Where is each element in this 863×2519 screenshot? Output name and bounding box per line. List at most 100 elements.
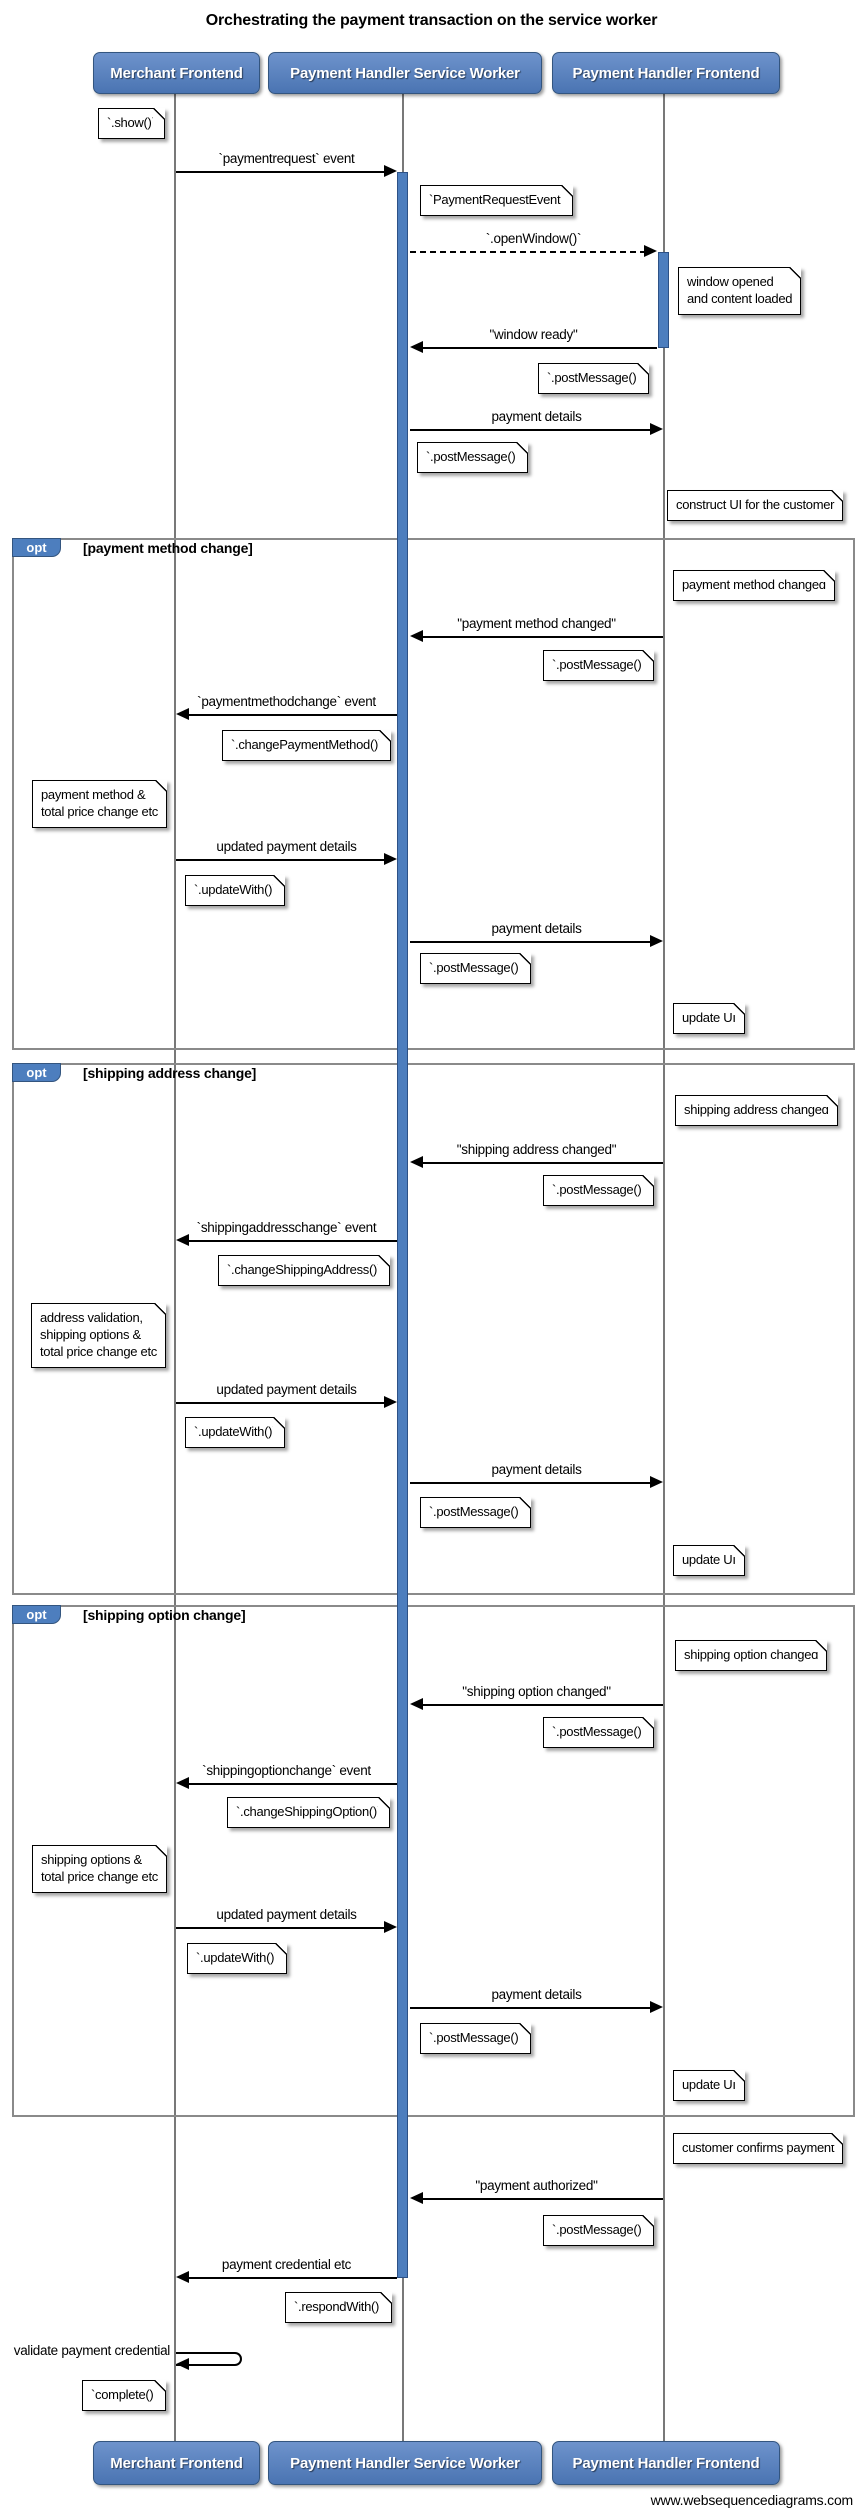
note-13: shipping address changed [675, 1095, 838, 1126]
self-message-loop [176, 2352, 242, 2366]
note-27: customer confirms payment [673, 2133, 844, 2164]
opt-condition-0: [payment method change] [83, 540, 253, 556]
note-4: `.postMessage()` [417, 442, 529, 473]
note-2: window opened and content loaded [678, 267, 802, 315]
opt-frame-2 [12, 1605, 855, 2117]
message-line-0 [176, 171, 386, 173]
message-arrowhead-2 [410, 341, 423, 353]
note-24: `.updateWith()` [187, 1943, 288, 1974]
message-line-10 [176, 1402, 386, 1404]
note-16: address validation, shipping options & t… [31, 1303, 166, 1368]
message-label-0: `paymentrequest` event [218, 151, 355, 166]
message-line-8 [421, 1162, 663, 1164]
message-arrowhead-13 [176, 1777, 189, 1789]
note-7: `.postMessage()` [543, 650, 655, 681]
message-arrowhead-8 [410, 1156, 423, 1168]
message-line-12 [421, 1704, 663, 1706]
message-arrowhead-7 [650, 935, 663, 947]
message-label-10: updated payment details [216, 1382, 357, 1397]
message-line-6 [176, 859, 386, 861]
opt-tab-2: opt [12, 1605, 61, 1624]
note-12: update UI [673, 1003, 745, 1034]
note-9: payment method & total price change etc [32, 780, 167, 828]
message-label-7: payment details [491, 921, 582, 936]
opt-tab-1: opt [12, 1063, 61, 1082]
message-label-17: payment credential etc [221, 2257, 352, 2272]
self-message-arrowhead [176, 2358, 189, 2370]
message-label-15: payment details [491, 1987, 582, 2002]
message-label-6: updated payment details [216, 839, 357, 854]
message-label-2: "window ready" [489, 327, 578, 342]
actor-box-merchant-top: Merchant Frontend [93, 52, 260, 94]
opt-condition-2: [shipping option change] [83, 1607, 246, 1623]
note-14: `.postMessage()` [543, 1175, 655, 1206]
message-arrowhead-5 [176, 708, 189, 720]
message-line-16 [421, 2198, 663, 2200]
opt-tab-0: opt [12, 538, 61, 557]
watermark-url: www.websequencediagrams.com [650, 2492, 854, 2508]
activation-bar-0 [397, 172, 408, 2278]
message-arrowhead-16 [410, 2192, 423, 2204]
actor-box-phf-top: Payment Handler Frontend [552, 52, 780, 94]
note-20: shipping option changed [675, 1640, 828, 1671]
message-line-3 [410, 429, 652, 431]
message-line-2 [421, 347, 657, 349]
lifeline-phf [663, 90, 665, 2443]
diagram-title: Orchestrating the payment transaction on… [205, 12, 658, 29]
note-15: `.changeShippingAddress()` [218, 1255, 391, 1286]
note-26: update UI [673, 2070, 745, 2101]
note-29: `.respondWith()` [285, 2292, 393, 2323]
actor-box-sw-top: Payment Handler Service Worker [268, 52, 542, 94]
message-arrowhead-0 [384, 165, 397, 177]
note-28: `.postMessage()` [543, 2215, 655, 2246]
message-arrowhead-6 [384, 853, 397, 865]
opt-condition-1: [shipping address change] [83, 1065, 257, 1081]
message-label-12: "shipping option changed" [462, 1684, 611, 1699]
message-arrowhead-4 [410, 630, 423, 642]
actor-box-phf-bottom: Payment Handler Frontend [552, 2441, 780, 2485]
message-label-16: "payment authorized" [475, 2178, 598, 2193]
message-line-17 [187, 2277, 397, 2279]
note-0: `.show()` [98, 108, 165, 139]
note-23: shipping options & total price change et… [32, 1845, 167, 1893]
message-line-7 [410, 941, 652, 943]
message-arrowhead-3 [650, 423, 663, 435]
note-19: update UI [673, 1545, 745, 1576]
note-21: `.postMessage()` [543, 1717, 655, 1748]
message-line-1 [410, 251, 646, 253]
message-label-9: `shippingaddresschange` event [196, 1220, 377, 1235]
message-label-8: "shipping address changed" [456, 1142, 617, 1157]
message-label-5: `paymentmethodchange` event [197, 694, 376, 709]
note-25: `.postMessage()` [420, 2023, 532, 2054]
message-label-1: `.openWindow()` [485, 231, 582, 246]
note-17: `.updateWith()` [185, 1417, 286, 1448]
message-label-11: payment details [491, 1462, 582, 1477]
message-arrowhead-10 [384, 1396, 397, 1408]
message-line-15 [410, 2007, 652, 2009]
message-label-13: `shippingoptionchange` event [202, 1763, 371, 1778]
message-arrowhead-12 [410, 1698, 423, 1710]
message-label-14: updated payment details [216, 1907, 357, 1922]
note-18: `.postMessage()` [420, 1497, 532, 1528]
message-line-4 [421, 636, 663, 638]
actor-box-sw-bottom: Payment Handler Service Worker [268, 2441, 542, 2485]
note-5: construct UI for the customer [667, 490, 844, 521]
opt-frame-1 [12, 1063, 855, 1595]
note-22: `.changeShippingOption()` [227, 1797, 390, 1828]
message-line-5 [187, 714, 397, 716]
message-line-9 [187, 1240, 397, 1242]
message-arrowhead-14 [384, 1921, 397, 1933]
message-arrowhead-9 [176, 1234, 189, 1246]
note-11: `.postMessage()` [420, 953, 532, 984]
message-line-11 [410, 1482, 652, 1484]
activation-bar-1 [658, 252, 669, 348]
note-3: `.postMessage()` [538, 363, 650, 394]
note-30: `complete()` [82, 2380, 167, 2411]
note-6: payment method changed [673, 570, 835, 601]
message-line-13 [187, 1783, 397, 1785]
message-arrowhead-17 [176, 2271, 189, 2283]
self-message-label: validate payment credential [13, 2343, 171, 2358]
message-arrowhead-15 [650, 2001, 663, 2013]
message-arrowhead-11 [650, 1476, 663, 1488]
